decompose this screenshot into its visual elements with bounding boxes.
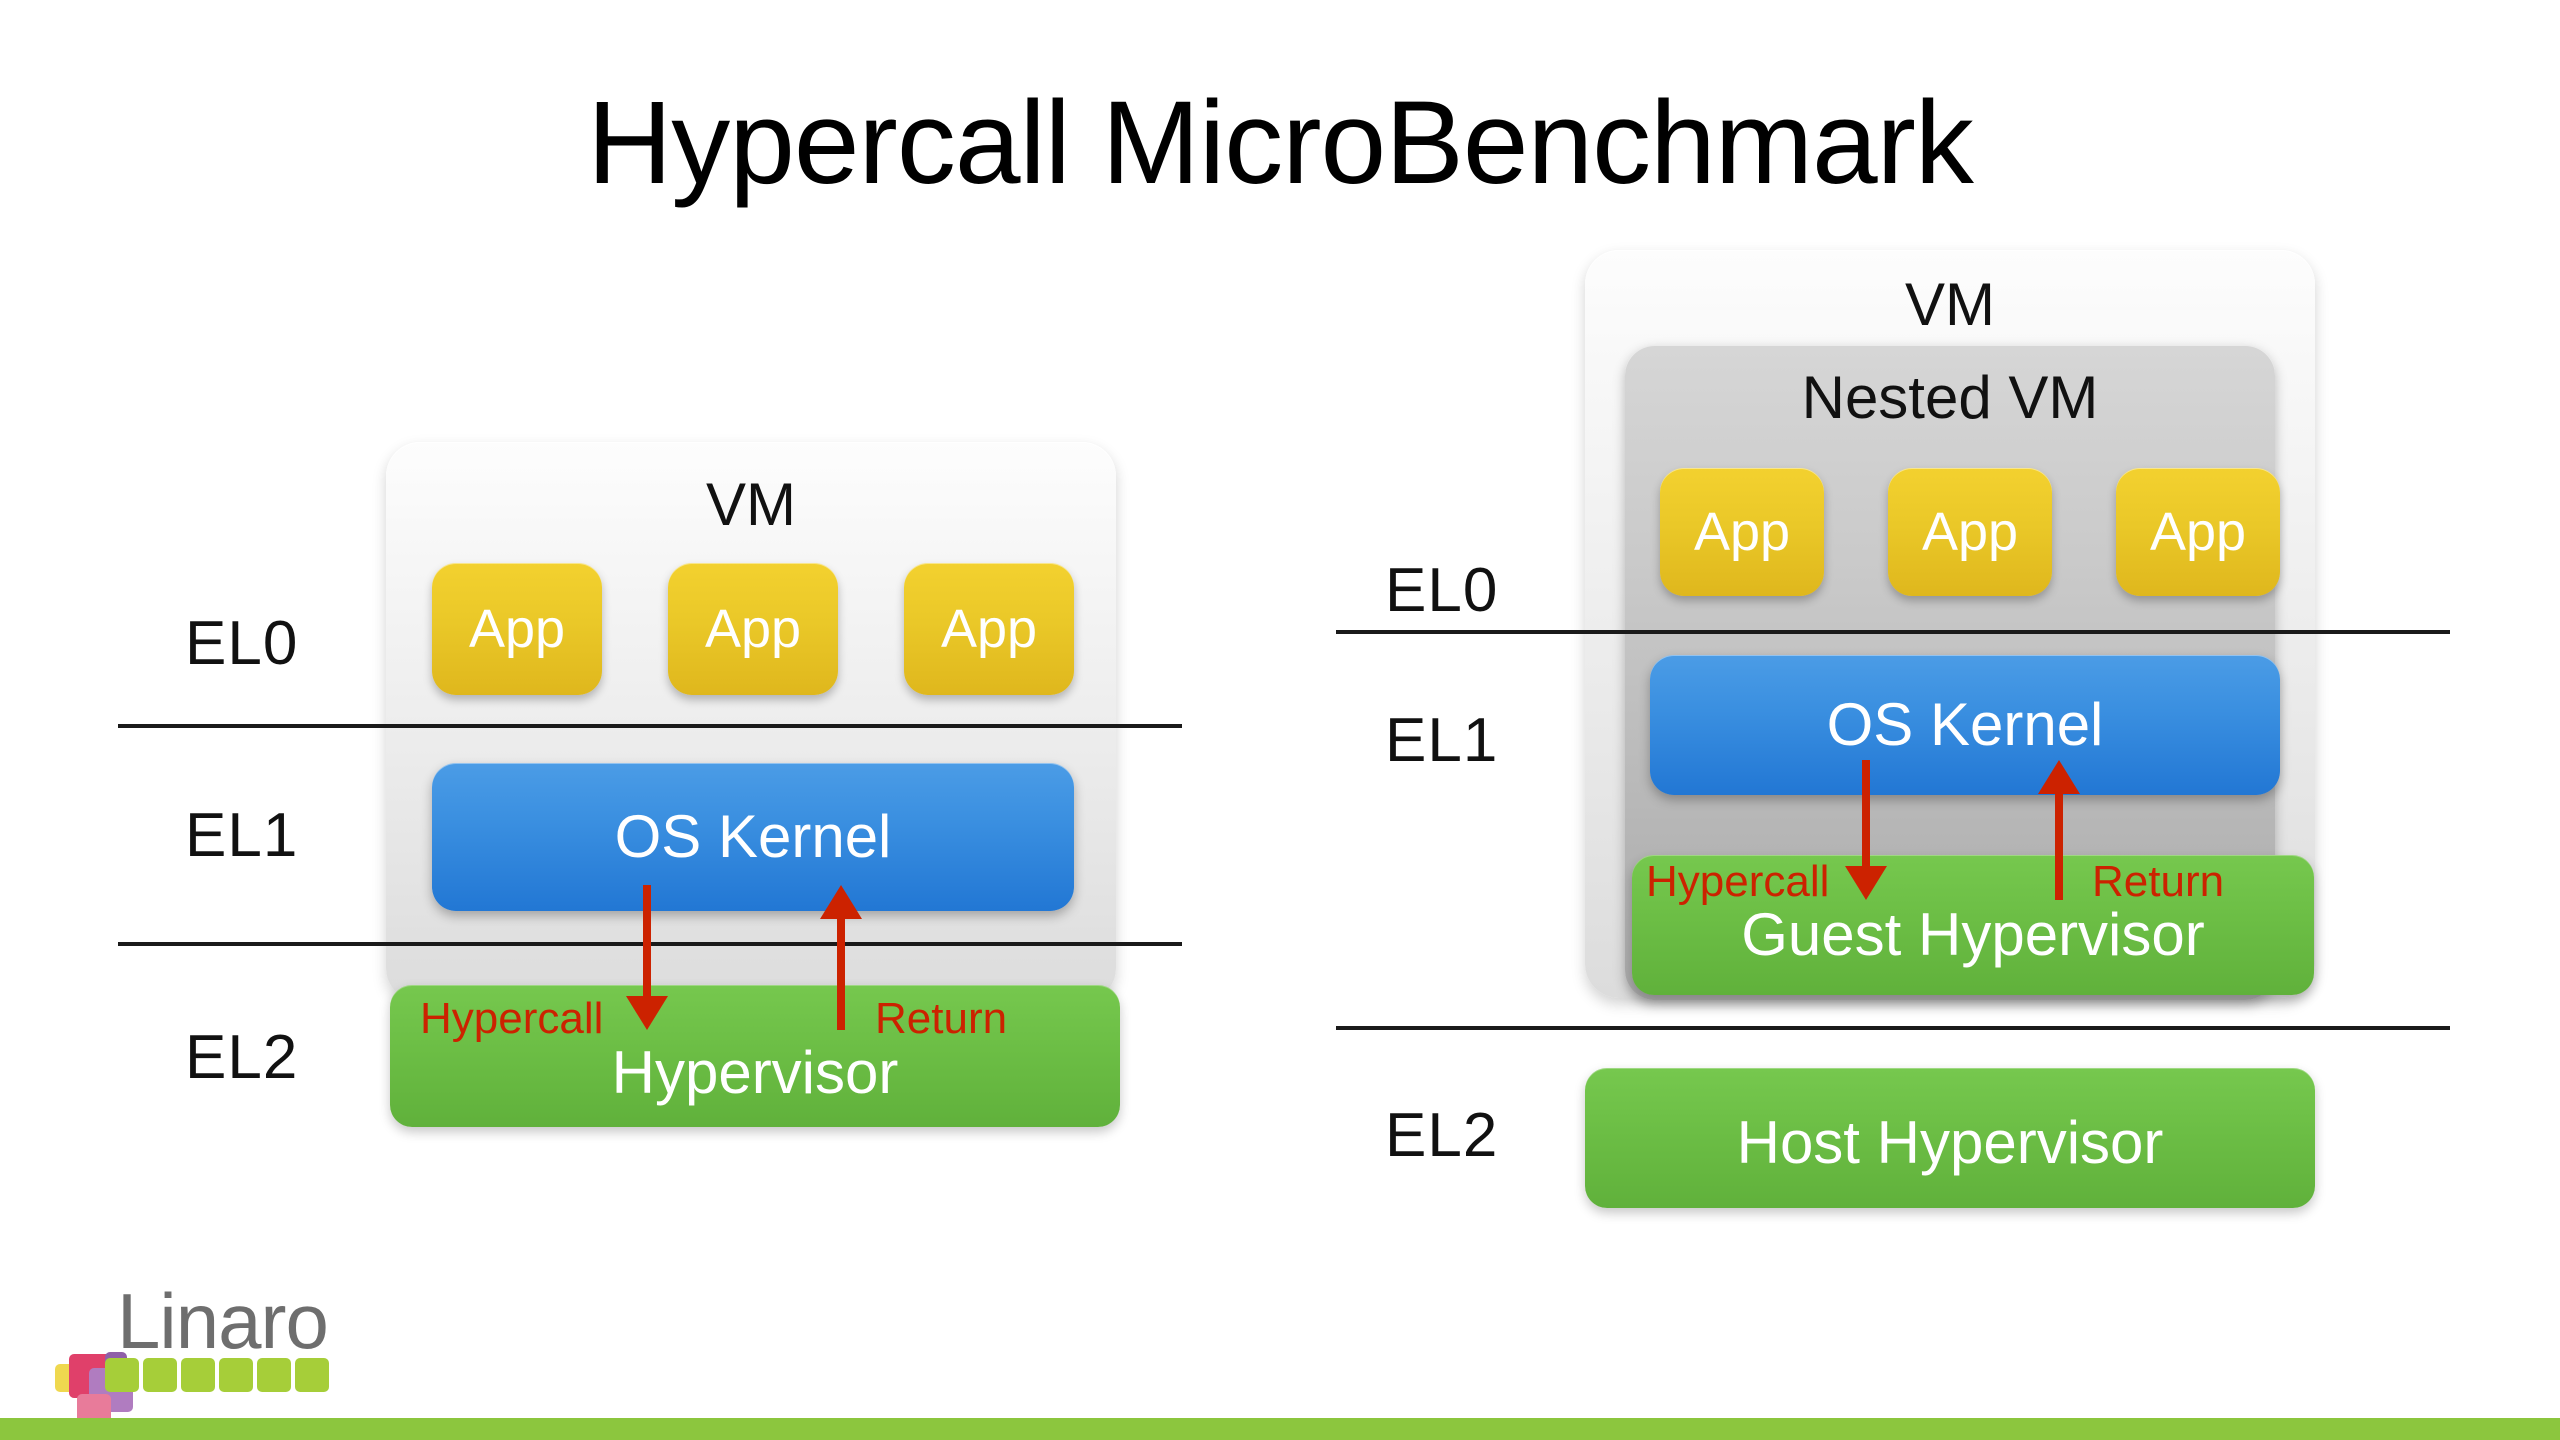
left-hypercall-annotation: Hypercall [420, 994, 604, 1043]
left-app-label-3: App [940, 599, 1038, 659]
linaro-logo: Linaro [55, 1277, 385, 1428]
page-title: Hypercall MicroBenchmark [587, 77, 1974, 209]
right-el0-label: EL0 [1385, 556, 1499, 625]
left-el0-label: EL0 [185, 609, 299, 678]
right-hypercall-arrow-down [1845, 760, 1887, 900]
right-el0-el1-rule [1336, 630, 2450, 634]
logo-square-green-5 [257, 1358, 291, 1392]
right-return-annotation: Return [2092, 857, 2225, 906]
left-app-label-1: App [468, 599, 566, 659]
left-hypervisor-label: Hypervisor [611, 1039, 899, 1106]
logo-square-green-4 [219, 1358, 253, 1392]
left-app-tile-3: App [904, 563, 1074, 695]
bottom-accent-band [0, 1418, 2560, 1440]
left-app-label-2: App [704, 599, 802, 659]
right-vm-caption: VM [1905, 271, 1995, 338]
left-os-kernel-label: OS Kernel [614, 803, 892, 870]
right-app-label-2: App [1921, 502, 2019, 562]
right-app-tile-3: App [2116, 468, 2280, 596]
left-hypercall-arrow-down [626, 885, 668, 1030]
left-vm-container: VM [386, 442, 1116, 1002]
right-el1-label: EL1 [1385, 706, 1499, 775]
right-guest-hypervisor-label: Guest Hypervisor [1741, 901, 2205, 968]
right-os-kernel-label: OS Kernel [1826, 691, 2104, 758]
right-app-label-1: App [1693, 502, 1791, 562]
logo-square-green-6 [295, 1358, 329, 1392]
logo-square-green-1 [105, 1358, 139, 1392]
right-el2-label: EL2 [1385, 1101, 1499, 1170]
right-nested-vm-caption: Nested VM [1801, 364, 2099, 431]
left-return-annotation: Return [875, 994, 1008, 1043]
left-el1-label: EL1 [185, 801, 299, 870]
right-app-tile-1: App [1660, 468, 1824, 596]
right-guest-hypervisor-box: Guest Hypervisor [1632, 855, 2314, 995]
right-el1-el2-rule [1336, 1026, 2450, 1030]
linaro-wordmark: Linaro [117, 1277, 329, 1365]
left-return-arrow-up [820, 885, 862, 1030]
left-app-tile-2: App [668, 563, 838, 695]
left-el0-el1-rule [118, 724, 1182, 728]
left-vm-caption: VM [706, 471, 796, 538]
right-host-hypervisor-box: Host Hypervisor [1585, 1068, 2315, 1208]
left-hypervisor-box: Hypervisor [390, 985, 1120, 1127]
right-return-arrow-up [2038, 760, 2080, 900]
right-app-tile-2: App [1888, 468, 2052, 596]
left-app-tile-1: App [432, 563, 602, 695]
logo-square-green-3 [181, 1358, 215, 1392]
right-host-hypervisor-label: Host Hypervisor [1736, 1109, 2164, 1176]
left-el2-label: EL2 [185, 1023, 299, 1092]
right-hypercall-annotation: Hypercall [1646, 857, 1830, 906]
right-os-kernel-box: OS Kernel [1650, 655, 2280, 795]
left-os-kernel-box: OS Kernel [432, 763, 1074, 911]
logo-square-green-2 [143, 1358, 177, 1392]
right-app-label-3: App [2149, 502, 2247, 562]
